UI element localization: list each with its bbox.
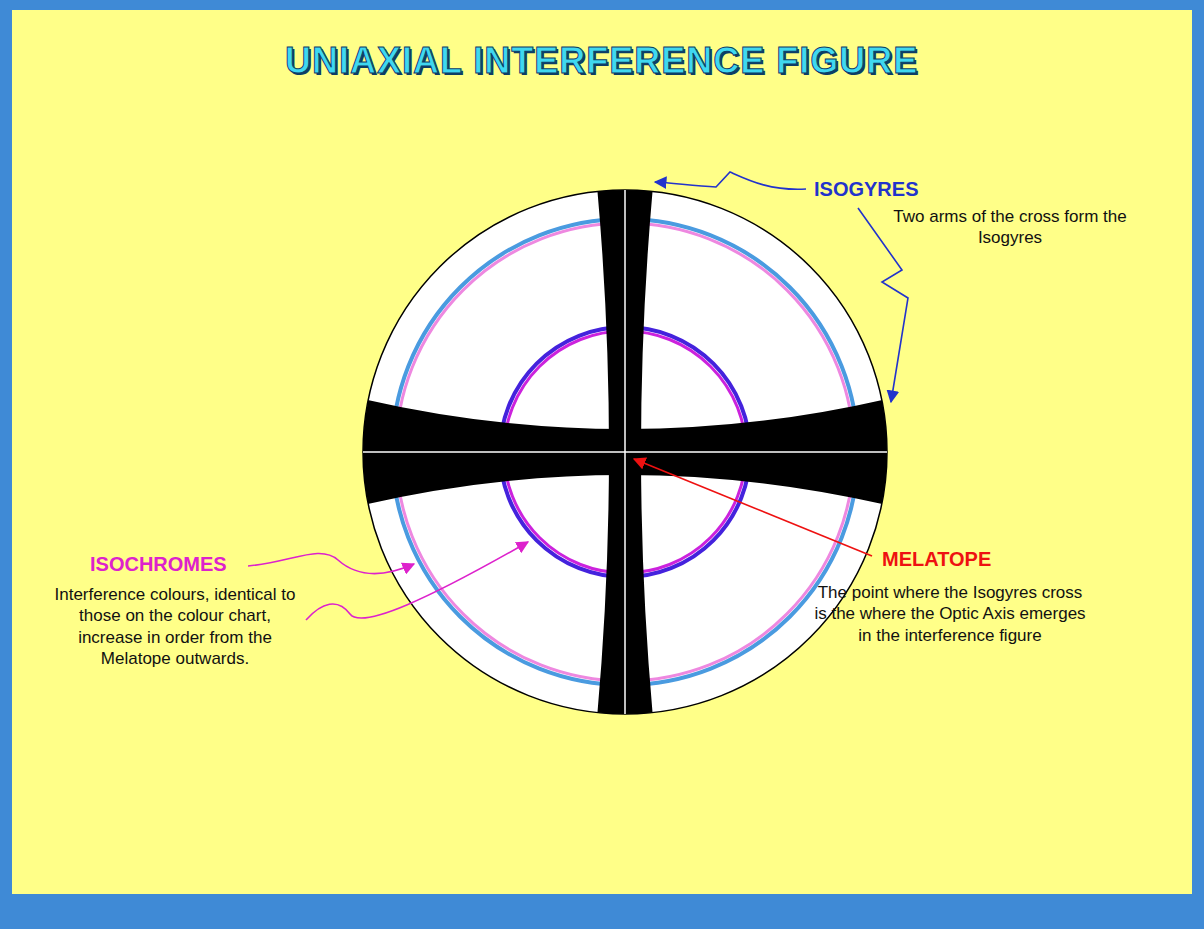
title: UNIAXIAL INTERFERENCE FIGURE <box>285 38 918 83</box>
field-of-view <box>363 190 887 714</box>
label-heading: ISOCHROMES <box>90 552 227 577</box>
label-heading: ISOGYRES <box>814 177 918 202</box>
isogyre-cross <box>359 186 891 718</box>
label-note: Two arms of the cross form the Isogyres <box>890 206 1130 249</box>
label-note: Interference colours, identical to those… <box>52 584 298 669</box>
label-heading: MELATOPE <box>882 547 991 572</box>
label-note: The point where the Isogyres cross is th… <box>812 582 1088 646</box>
leader-arrows <box>248 172 908 620</box>
